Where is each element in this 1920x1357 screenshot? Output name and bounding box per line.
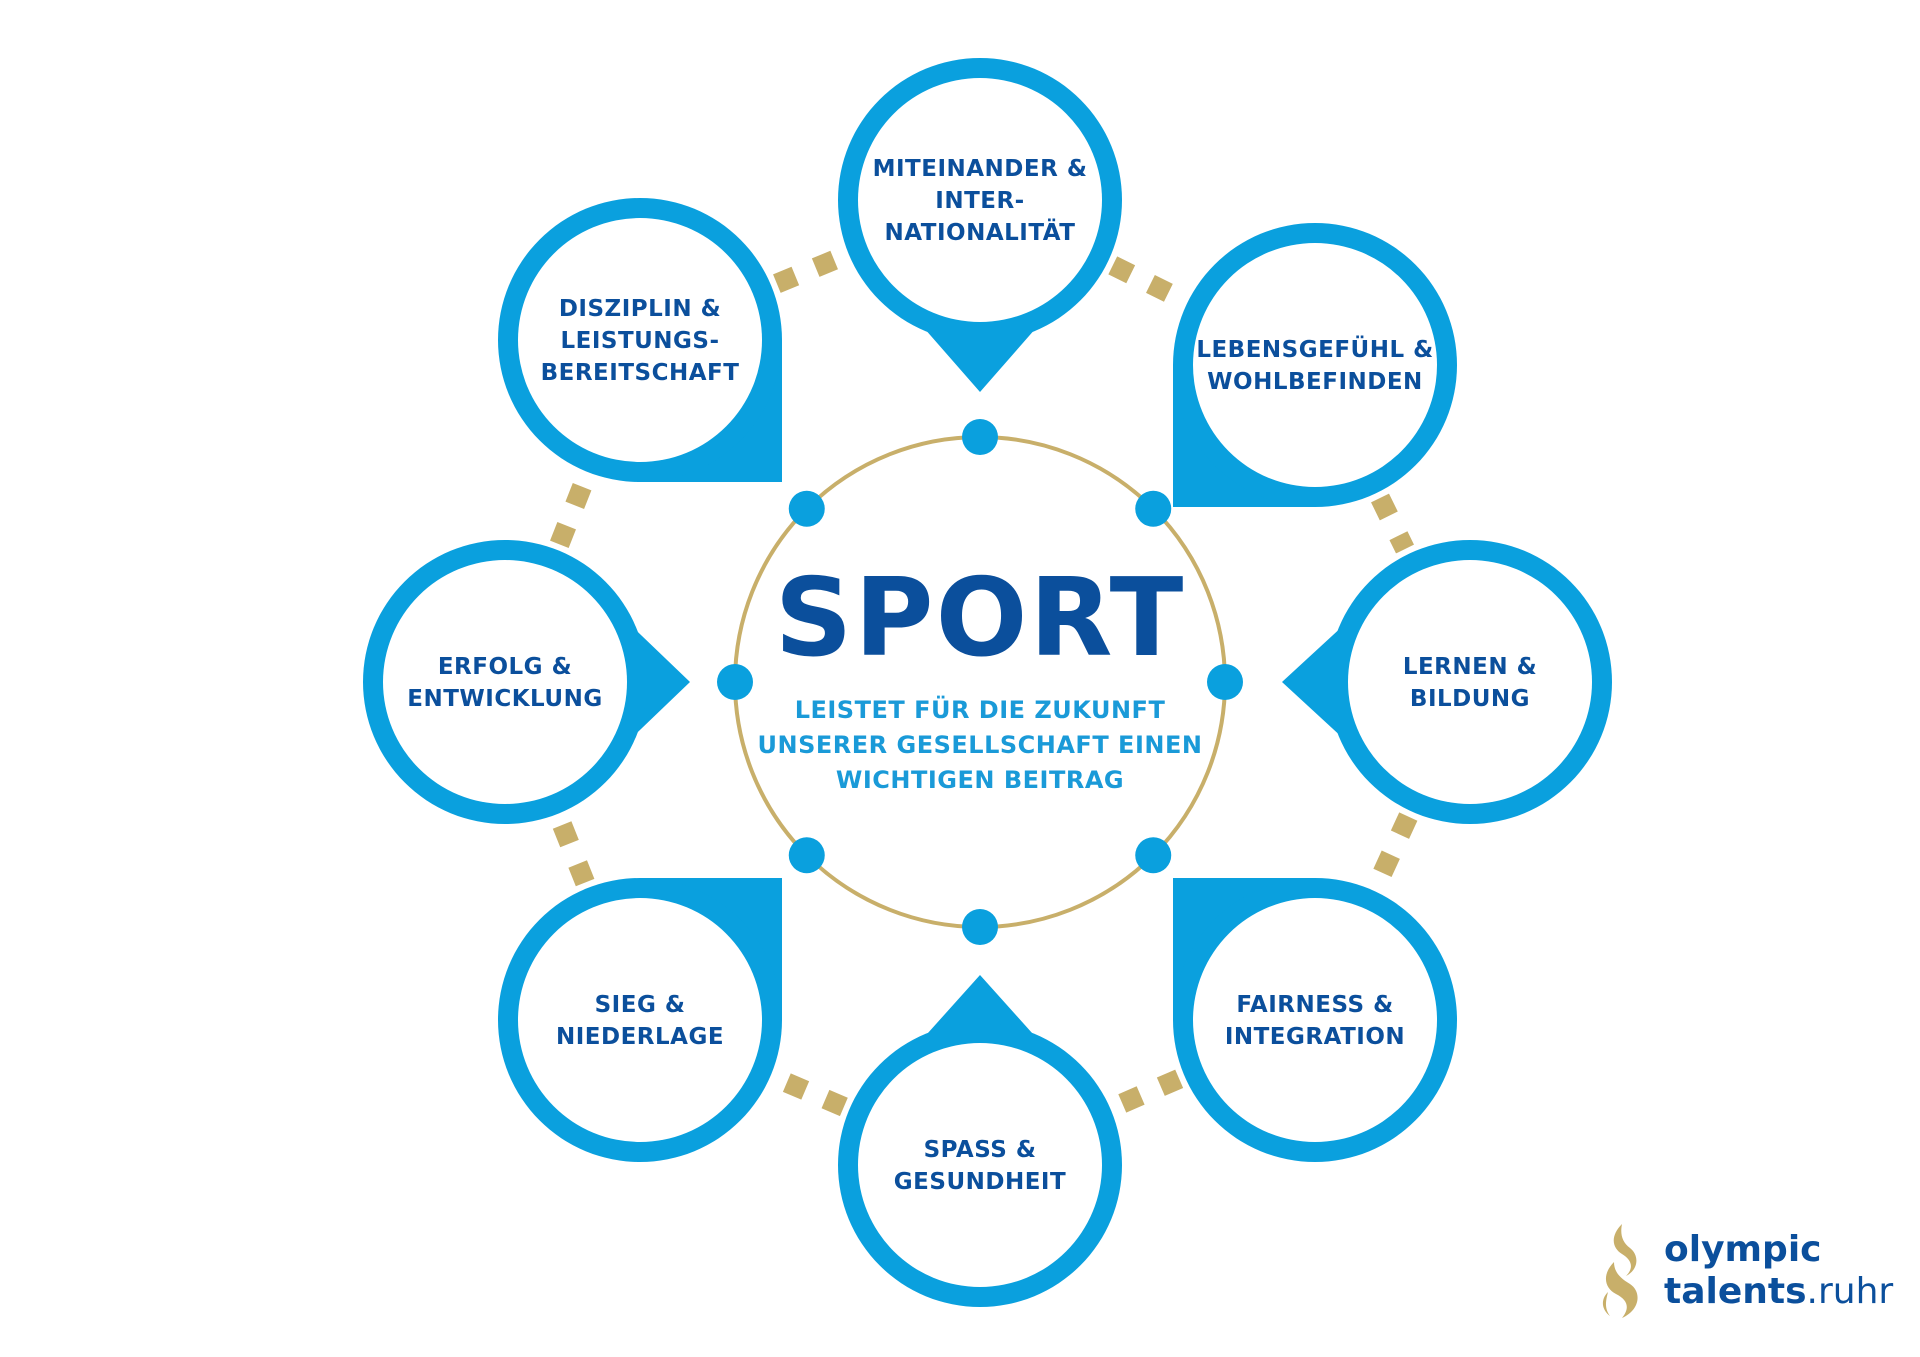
connector-dashes [550,473,595,549]
node-label-line: INTEGRATION [1225,1024,1405,1050]
center-ring-dot [962,909,998,945]
center-subtitle-line-1: LEISTET FÜR DIE ZUKUNFT [795,694,1166,724]
olympic-talents-logo: olympic talents.ruhr [1592,1220,1894,1330]
node-label-line: MITEINANDER & [873,156,1088,182]
center-ring-dot [962,419,998,455]
node-label-line: SPASS & [924,1137,1037,1163]
node-label-line: BILDUNG [1410,686,1530,712]
connector-dashes [1111,1069,1184,1116]
node-label-line: DISZIPLIN & [559,296,721,322]
connector-dashes [1371,493,1414,554]
connector-dashes [550,815,595,887]
connector-dashes [1108,256,1187,309]
node-label-line: LEBENSGEFÜHL & [1196,335,1433,363]
node-label-line: SIEG & [595,992,686,1018]
center-ring-dot [717,664,753,700]
connector-dashes [1367,812,1418,890]
node-label-line: LERNEN & [1403,654,1537,680]
logo-line-2: talents.ruhr [1664,1271,1894,1312]
node-inner [518,898,762,1142]
center-ring-dot [788,490,825,527]
center-ring-dot [1135,837,1172,874]
center-dots [717,419,1243,945]
node-inner [1193,243,1437,487]
node-inner [518,218,762,462]
center-ring-dot [788,837,825,874]
node-label-line: NATIONALITÄT [885,218,1076,246]
node-label-line: FAIRNESS & [1236,992,1393,1018]
node-label-line: GESUNDHEIT [894,1169,1066,1195]
node-label-line: BEREITSCHAFT [541,360,740,386]
node-top-left: DISZIPLIN & LEISTUNGS- BEREITSCHAFT [498,198,782,482]
center-title: SPORT [775,556,1186,681]
node-left: ERFOLG & ENTWICKLUNG [363,540,690,824]
node-bottom: SPASS & GESUNDHEIT [838,975,1122,1307]
center-ring-dot [1207,664,1243,700]
value-nodes: MITEINANDER & INTER- NATIONALITÄT LEBENSGEF… [363,58,1612,1307]
node-right: LERNEN & BILDUNG [1282,540,1612,824]
logo-line-1: olympic [1664,1229,1822,1270]
node-bottom-right: FAIRNESS & INTEGRATION [1173,878,1457,1162]
center-subtitle-line-2: UNSERER GESELLSCHAFT EINEN [758,731,1203,759]
node-label-line: ERFOLG & [438,654,572,680]
node-inner [858,1043,1102,1287]
node-inner [1348,560,1592,804]
node-inner [858,78,1102,322]
connector-dashes [773,247,847,293]
node-label-line: WOHLBEFINDEN [1207,369,1423,395]
node-label-line: INTER- [935,188,1024,214]
node-label-line: ENTWICKLUNG [407,686,602,712]
node-inner [383,560,627,804]
center-subtitle-line-3: WICHTIGEN BEITRAG [836,766,1124,794]
node-top-right: LEBENSGEFÜHL & WOHLBEFINDEN [1173,223,1457,507]
gold-connectors [550,247,1418,1117]
connector-dashes [772,1068,848,1117]
center-ring-dot [1135,490,1172,527]
center-circle: SPORT LEISTET FÜR DIE ZUKUNFT UNSERER GE… [717,419,1243,945]
node-bottom-left: SIEG & NIEDERLAGE [498,878,782,1162]
node-inner [1193,898,1437,1142]
node-top: MITEINANDER & INTER- NATIONALITÄT [838,58,1122,392]
node-label-line: NIEDERLAGE [556,1024,724,1050]
node-label-line: LEISTUNGS- [560,328,719,354]
flame-icon [1602,1224,1638,1318]
